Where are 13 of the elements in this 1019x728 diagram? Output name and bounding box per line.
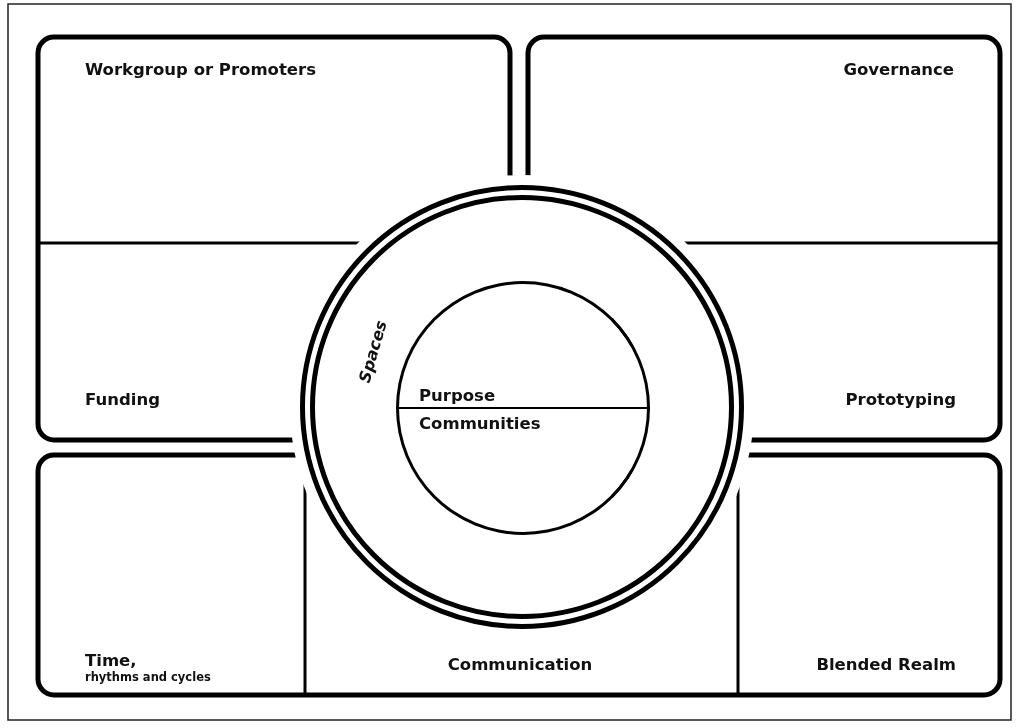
semicircle — [396, 408, 650, 535]
cell-label: Prototyping — [845, 390, 956, 410]
cell-label: Purpose — [419, 386, 497, 406]
cell-label: Time, — [85, 651, 137, 671]
cell-label: Blended Realm — [816, 655, 956, 675]
cell-label: Governance — [843, 60, 954, 80]
semicircle — [396, 281, 650, 408]
cell-label: rhythms and cycles — [85, 671, 211, 685]
cell-label: Spaces — [354, 318, 391, 385]
cell-label: Communities — [419, 414, 542, 434]
cell-label: Workgroup or Promoters — [85, 60, 316, 80]
cell-label: Funding — [85, 390, 160, 410]
cell-label: Communication — [447, 655, 593, 675]
